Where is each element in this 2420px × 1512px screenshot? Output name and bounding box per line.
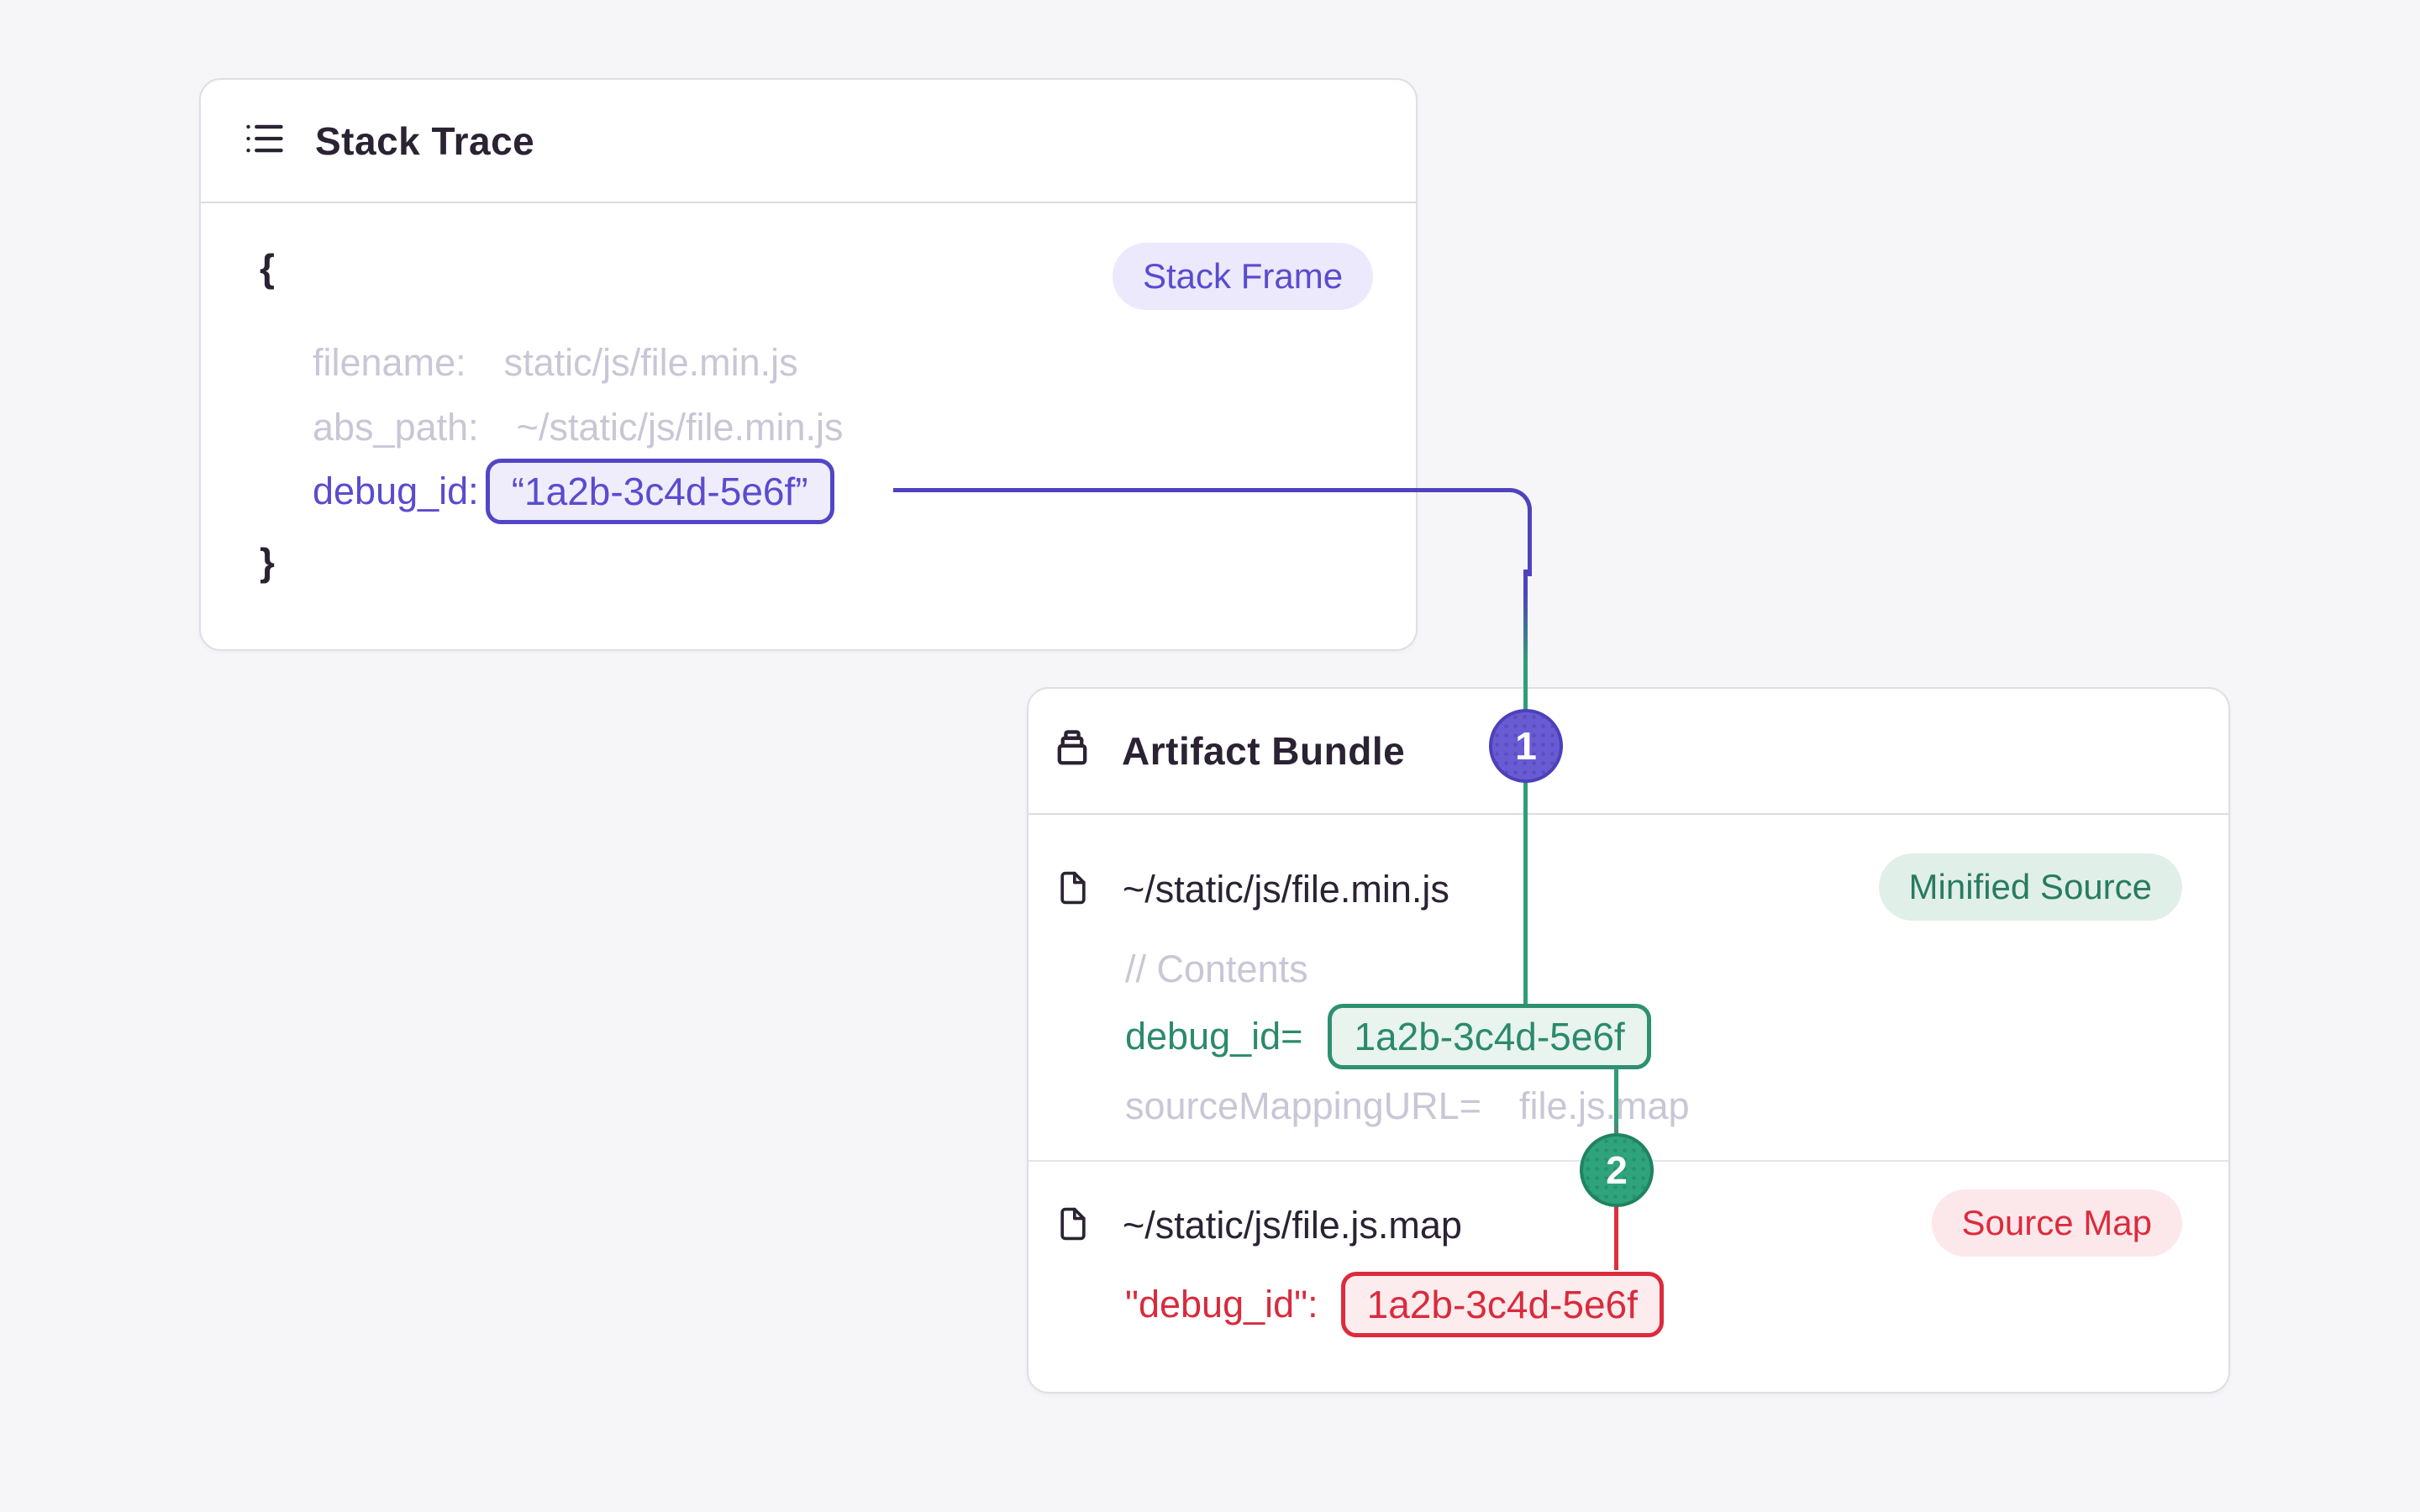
debug-id-row: debug_id: “1a2b-3c4d-5e6f” [313, 458, 834, 525]
sourcemap-debug-id-key: "debug_id": [1125, 1283, 1318, 1326]
bundle-debug-id-key: debug_id= [1125, 1015, 1303, 1058]
artifact-bundle-title: Artifact Bundle [1122, 729, 1406, 773]
connector-1-line [893, 488, 1532, 576]
minified-file-row: ~/static/js/file.min.js [1055, 856, 1449, 923]
step-1-badge: 1 [1489, 709, 1563, 783]
step-2-badge: 2 [1580, 1133, 1654, 1207]
bundle-debug-id-row: debug_id= 1a2b-3c4d-5e6f [1125, 1003, 1651, 1070]
stack-trace-header: Stack Trace [201, 80, 1416, 203]
filename-row: filename: static/js/file.min.js [313, 329, 798, 396]
artifact-bundle-card: Artifact Bundle ~/static/js/file.min.js … [1027, 687, 2230, 1394]
filename-value: static/js/file.min.js [503, 341, 798, 384]
artifact-bundle-header: Artifact Bundle [1028, 689, 2228, 815]
debug-id-key: debug_id: [313, 470, 479, 512]
abs-path-row: abs_path: ~/static/js/file.min.js [313, 394, 844, 461]
stack-frame-badge: Stack Frame [1113, 243, 1374, 310]
file-icon [1055, 868, 1092, 912]
source-mapping-key: sourceMappingURL= [1125, 1084, 1481, 1127]
stack-trace-title: Stack Trace [315, 118, 535, 163]
sourcemap-debug-id-row: "debug_id": 1a2b-3c4d-5e6f [1125, 1271, 1664, 1338]
connector-1-line-vertical [1523, 570, 1528, 1004]
json-open-brace: { [260, 246, 275, 290]
list-icon [243, 117, 287, 165]
archive-box-icon [1050, 727, 1094, 775]
sourcemap-file-row: ~/static/js/file.js.map [1055, 1192, 1462, 1259]
source-mapping-value: file.js.map [1518, 1084, 1690, 1127]
file-icon [1055, 1204, 1092, 1248]
sourcemap-file-path: ~/static/js/file.js.map [1123, 1204, 1462, 1247]
minified-source-badge: Minified Source [1878, 853, 2182, 921]
filename-key: filename: [313, 341, 466, 384]
contents-comment: // Contents [1125, 936, 1308, 1003]
source-map-badge: Source Map [1931, 1189, 2182, 1257]
source-mapping-row: sourceMappingURL= file.js.map [1125, 1073, 1690, 1140]
abs-path-key: abs_path: [313, 406, 479, 449]
stack-trace-card: Stack Trace { Stack Frame filename: stat… [199, 78, 1418, 651]
abs-path-value: ~/static/js/file.min.js [516, 406, 844, 449]
debug-id-value-box: “1a2b-3c4d-5e6f” [485, 459, 834, 524]
comment-text: // Contents [1125, 948, 1308, 990]
bundle-debug-id-value-box: 1a2b-3c4d-5e6f [1328, 1004, 1651, 1069]
json-close-brace: } [260, 540, 275, 584]
sourcemap-debug-id-value-box: 1a2b-3c4d-5e6f [1340, 1272, 1664, 1337]
minified-file-path: ~/static/js/file.min.js [1123, 868, 1449, 911]
